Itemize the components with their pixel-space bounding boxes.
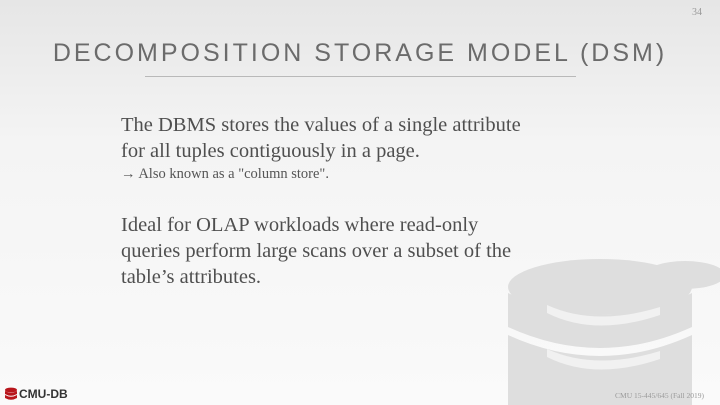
slide-number: 34 — [692, 7, 702, 18]
slide-title: DECOMPOSITION STORAGE MODEL (DSM) — [52, 39, 668, 67]
bullet-2: Ideal for OLAP workloads where read-only… — [121, 212, 601, 290]
title-underline — [145, 76, 576, 77]
bullet-1-line-2: for all tuples contiguously in a page. — [121, 140, 420, 162]
bullet-1-subpoint: → Also known as a "column store". — [121, 166, 329, 182]
database-logo-icon — [5, 387, 17, 400]
bullet-1: The DBMS stores the values of a single a… — [121, 112, 601, 164]
slide-body: The DBMS stores the values of a single a… — [121, 112, 601, 290]
cmu-db-logo: CMU-DB — [4, 387, 68, 401]
course-footer: CMU 15-445/645 (Fall 2019) — [615, 391, 704, 400]
database-watermark-icon — [508, 259, 720, 405]
bullet-2-line-2: queries perform large scans over a subse… — [121, 240, 512, 262]
bullet-1-line-1: The DBMS stores the values of a single a… — [121, 114, 521, 136]
bullet-2-line-3: table’s attributes. — [121, 266, 262, 288]
bullet-2-line-1: Ideal for OLAP workloads where read-only — [121, 214, 479, 236]
logo-text: CMU-DB — [19, 387, 68, 401]
